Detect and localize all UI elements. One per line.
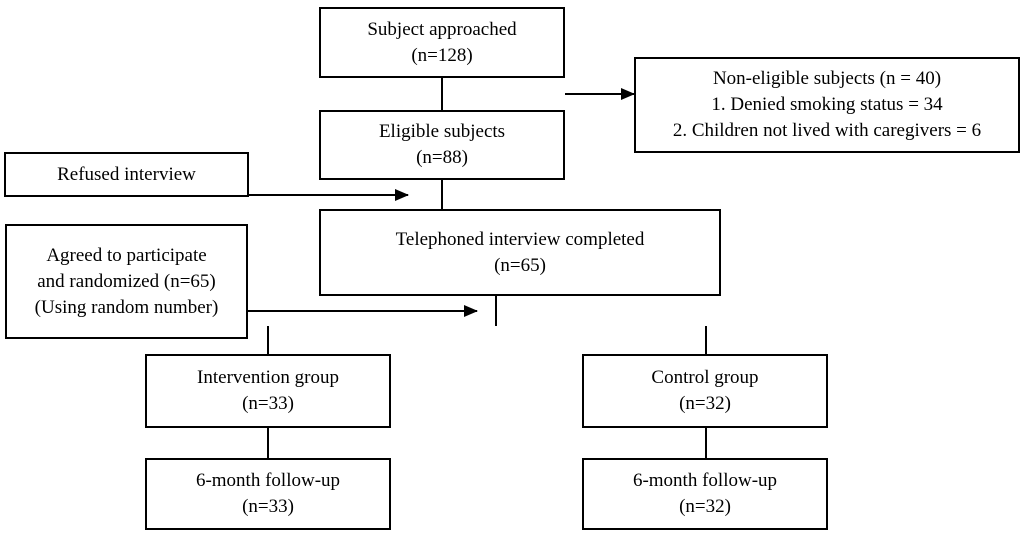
subject-approached-box: Subject approached (n=128): [319, 7, 565, 78]
subject-approached-count: (n=128): [411, 44, 473, 66]
subject-approached-title: Subject approached: [367, 18, 517, 40]
control-followup-count: (n=32): [679, 496, 731, 517]
eligible-subjects-title: Eligible subjects: [378, 121, 506, 142]
eligible-subjects-box: Eligible subjects (n=88): [319, 110, 565, 180]
eligible-subjects-count: (n=88): [416, 147, 468, 168]
refused-interview-box: Refused interview: [4, 152, 249, 197]
agreed-line-3: (Using random number): [34, 296, 219, 318]
non-eligible-box: Non-eligible subjects (n = 40) 1. Denied…: [634, 57, 1020, 153]
intervention-followup-box: 6-month follow-up (n=33): [145, 458, 391, 530]
non-eligible-reason-2: 2. Children not lived with caregivers = …: [672, 120, 982, 141]
control-group-title: Control group: [651, 367, 759, 388]
control-group-count: (n=32): [679, 393, 731, 414]
control-followup-title: 6-month follow-up: [632, 470, 778, 491]
agreed-line-2: and randomized (n=65): [37, 270, 216, 292]
non-eligible-title: Non-eligible subjects (n = 40): [712, 68, 942, 89]
intervention-followup-count: (n=33): [242, 496, 294, 517]
telephoned-interview-box: Telephoned interview completed (n=65): [319, 209, 721, 296]
refused-interview-title: Refused interview: [57, 163, 196, 185]
intervention-group-count: (n=33): [242, 393, 294, 414]
control-group-box: Control group (n=32): [582, 354, 828, 428]
intervention-group-title: Intervention group: [197, 367, 339, 388]
agreed-line-1: Agreed to participate: [46, 244, 207, 266]
telephoned-interview-title: Telephoned interview completed: [395, 228, 645, 250]
control-followup-box: 6-month follow-up (n=32): [582, 458, 828, 530]
intervention-followup-title: 6-month follow-up: [195, 470, 341, 491]
agreed-randomized-box: Agreed to participate and randomized (n=…: [5, 224, 248, 339]
intervention-group-box: Intervention group (n=33): [145, 354, 391, 428]
non-eligible-reason-1: 1. Denied smoking status = 34: [711, 94, 943, 115]
telephoned-interview-count: (n=65): [494, 254, 546, 276]
